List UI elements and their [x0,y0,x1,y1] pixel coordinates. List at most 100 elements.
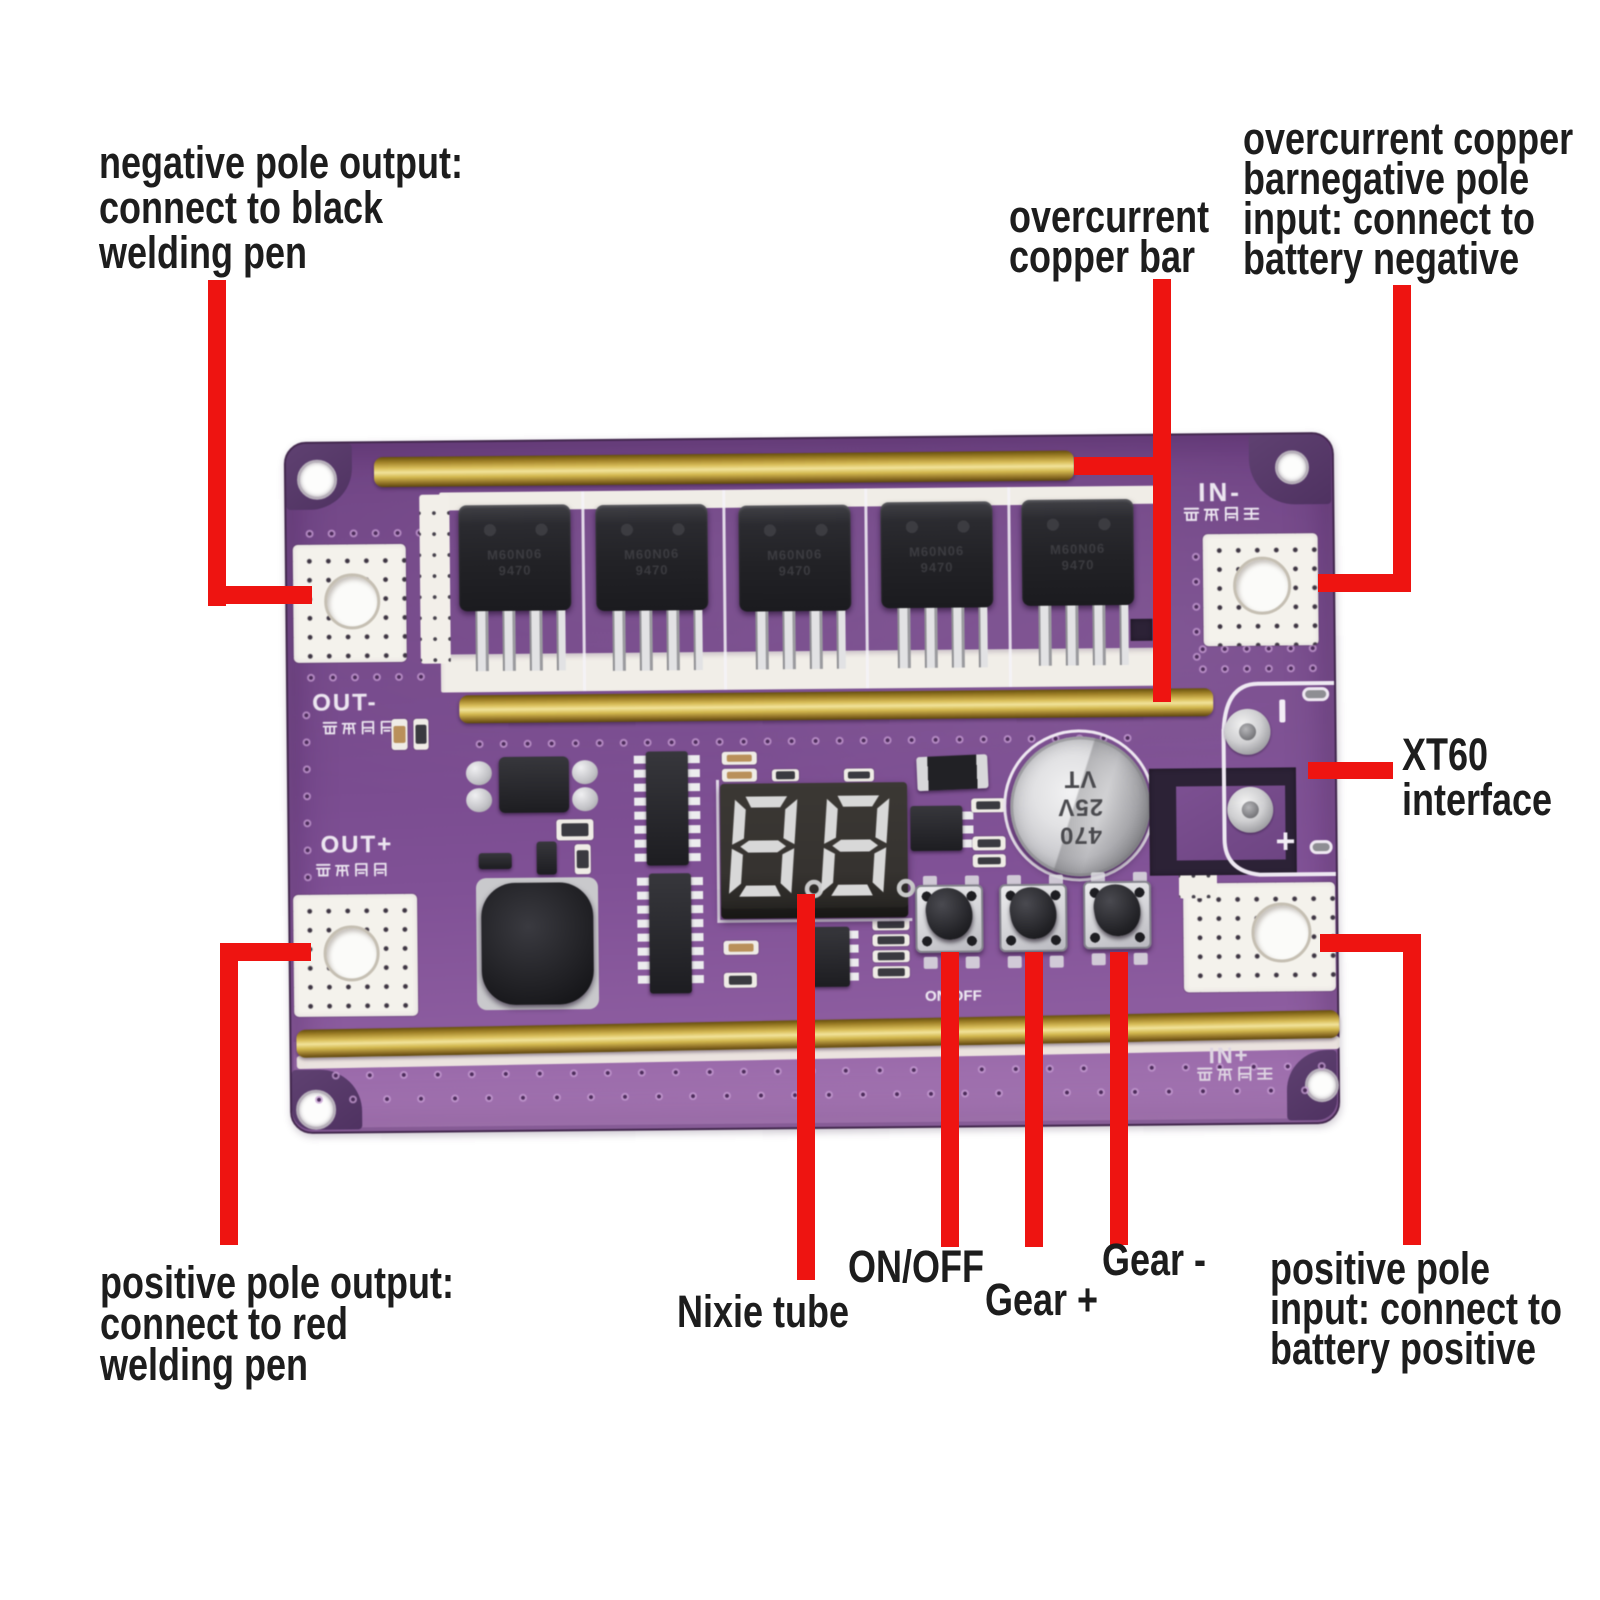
label-line: overcurrent copper [1243,113,1574,164]
label-marks [877,936,905,944]
label-negative-pole-output: negative pole output: connect to black w… [99,140,463,275]
cjk-glyph [1222,505,1240,523]
solder-blob [466,788,493,813]
pointer-negative-pole-input-v [1393,285,1411,592]
mosfet-marking: 9470 [1061,556,1095,573]
component-core [728,975,753,985]
silk-out-plus: OUT+ [320,831,394,859]
pad-strip [419,494,451,664]
pad-out-minus-hole [323,573,381,630]
component-core [775,771,796,779]
silk-out-minus: OUT- [312,689,378,717]
pointer-negative-pole-output-v [208,280,226,606]
label-marks [877,952,905,960]
mosfet-marking: M60N06 [486,546,543,563]
label-box [872,966,910,979]
pointer-negative-pole-input-h [1318,574,1411,592]
resistor-core [728,943,754,952]
cjk-glyph [1236,1065,1254,1083]
cjk-glyph [1196,1065,1214,1083]
mold-marks [595,513,708,546]
copper-bar-top [373,450,1075,488]
button-gear-plus[interactable] [998,882,1068,953]
cjk-glyph [321,720,338,737]
label-line: welding pen [99,227,308,278]
button-foot [923,956,938,969]
pad-in-plus-hole [1251,902,1312,963]
label-line: interface [1402,774,1553,825]
button-plunger [1089,880,1145,940]
resistor-core [727,771,752,779]
mounting-hole [296,459,338,500]
cjk-glyph [334,861,351,878]
button-gear-minus[interactable] [1082,880,1152,950]
button-foot [1091,953,1106,966]
cjk-glyph [353,861,370,878]
silk-in-plus-cn [1196,1065,1276,1089]
label-line: positive pole output: [100,1257,454,1308]
ic-pins [686,755,701,866]
xt60-hole-plus [1227,786,1274,834]
resistor-core [576,850,589,869]
inductor [480,882,595,1006]
pointer-nixie-tube-v [797,894,815,1280]
button-foot [1133,952,1148,965]
label-marks [877,968,905,976]
xt60-minus-mark [1279,699,1286,723]
cjk-glyph [359,719,376,736]
capacitor-marking-line: 25V [1057,793,1104,821]
pointer-overcurrent-copper-bar-v [1153,279,1171,702]
mosfet-3-legs [749,610,846,670]
label-line: input: connect to [1243,193,1535,244]
solder-blob [571,760,599,785]
label-line: connect to black [99,182,384,233]
button-foot [1007,955,1022,969]
silkscreen-separator [1007,487,1013,688]
label-line: copper bar [1009,231,1196,282]
mosfet-marking: 9470 [498,562,532,579]
label-line: battery negative [1243,233,1520,284]
silk-out-plus-cn [315,861,391,884]
capacitor-marking-line: 470 [1058,821,1103,849]
smd-capacitor [972,854,1006,868]
pad-in-minus-hole [1232,556,1292,615]
label-on-off: ON/OFF [848,1241,984,1292]
silk-in-minus-cn [1182,505,1262,529]
pointer-gear-minus-v [1110,952,1128,1245]
smd-resistor [721,751,757,765]
label-box [872,950,910,963]
via-row [295,664,438,682]
silkscreen-separator [864,488,870,689]
pointer-xt60-h [1308,762,1393,779]
cjk-glyph [1202,505,1220,523]
mosfet-marking: M60N06 [623,545,680,563]
pointer-gear-plus-v [1025,952,1043,1247]
silkscreen-separator [722,489,728,690]
silk-in-minus: IN- [1198,476,1243,508]
mosfet-4-legs [891,607,988,669]
resistor-core [415,724,427,744]
ssop-ic-2 [648,873,693,994]
label-line: welding pen [100,1339,309,1390]
button-foot [965,956,980,969]
mosfet-marking: M60N06 [766,546,823,563]
xt60-oval-pad [1302,687,1330,702]
label-positive-pole-input: positive pole input: connect to battery … [1270,1246,1562,1371]
mold-marks [1021,508,1134,540]
pointer-negative-pole-output-h [208,586,312,604]
button-on-off[interactable] [914,883,984,954]
pointer-overcurrent-copper-bar-h [1074,457,1171,475]
component-core [975,800,1001,810]
xt60-plus-mark: + [1275,822,1296,861]
copper-bar-middle [459,688,1214,724]
resistor-core [393,725,406,744]
solder-blob [572,787,599,812]
sot23-transistor [536,841,557,875]
mounting-hole [1274,450,1310,485]
cjk-glyph [315,862,332,879]
mold-marks [880,511,993,543]
